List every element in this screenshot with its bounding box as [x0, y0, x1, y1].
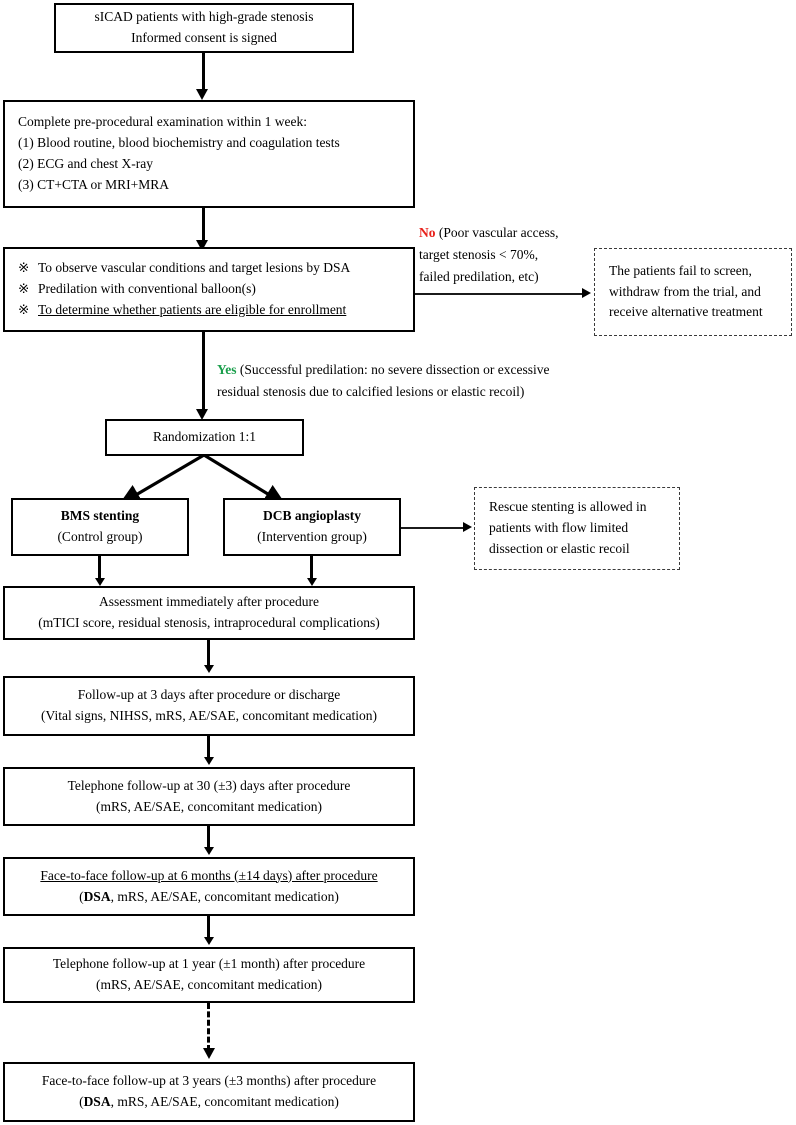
- arrow-bms-to-assessment: [94, 578, 105, 586]
- node-rescue-stenting: Rescue stenting is allowed in patients w…: [474, 487, 680, 570]
- randomization-label: Randomization 1:1: [152, 429, 257, 445]
- rescue-line-2: patients with flow limited: [489, 520, 629, 536]
- bms-arm-subtitle: (Control group): [57, 529, 143, 544]
- node-followup-1-year: Telephone follow-up at 1 year (±1 month)…: [3, 947, 415, 1003]
- connector-fu3days-to-fu30days: [207, 736, 210, 761]
- node-followup-3-years: Face-to-face follow-up at 3 years (±3 mo…: [3, 1062, 415, 1122]
- dsa-line-1-text: To observe vascular conditions and targe…: [38, 260, 351, 276]
- dsa-line-2-text: Predilation with conventional balloon(s): [38, 281, 256, 297]
- fu3years-line-2: (DSA, mRS, AE/SAE, concomitant medicatio…: [79, 1092, 339, 1113]
- connector-preprocedural-to-dsa: [202, 208, 205, 243]
- node-pre-procedural-exam: Complete pre-procedural examination with…: [3, 100, 415, 208]
- connector-fu6months-to-fu1year: [207, 916, 210, 941]
- arrow-dcb-to-assessment: [306, 578, 317, 586]
- node-followup-3-days: Follow-up at 3 days after procedure or d…: [3, 676, 415, 736]
- preprocedural-line-3: (2) ECG and chest X-ray: [18, 156, 153, 171]
- no-line-1-rest: (Poor vascular access,: [435, 225, 559, 240]
- connector-assessment-to-fu3days: [207, 640, 210, 669]
- preprocedural-line-2: (1) Blood routine, blood biochemistry an…: [18, 135, 340, 151]
- dsa-line-3-text: To determine whether patients are eligib…: [38, 301, 347, 317]
- arrow-fu3days-to-fu30days: [203, 757, 214, 765]
- rescue-line-3: dissection or elastic recoil: [489, 540, 630, 556]
- no-keyword: No: [419, 225, 436, 240]
- assessment-post-line-1: Assessment immediately after procedure: [98, 594, 320, 610]
- node-bms-arm: BMS stenting (Control group): [11, 498, 189, 556]
- arrow-fu1year-to-fu3years: [202, 1048, 215, 1059]
- arrow-dsa-to-randomization: [196, 409, 208, 420]
- node-dsa-assessment: ※ To observe vascular conditions and targ…: [3, 247, 415, 332]
- reference-mark-icon: ※: [18, 301, 30, 317]
- connector-dsa-to-randomization: [202, 332, 205, 411]
- reference-mark-icon: ※: [18, 281, 30, 297]
- node-randomization: Randomization 1:1: [105, 419, 304, 456]
- fu6months-paren-open: (: [79, 888, 84, 904]
- arrow-fu6months-to-fu1year: [203, 937, 214, 945]
- fu3days-line-1: Follow-up at 3 days after procedure or d…: [77, 687, 341, 703]
- fu1year-line-1: Telephone follow-up at 1 year (±1 month)…: [52, 956, 366, 972]
- connector-fu1year-to-fu3years-dashed: [207, 1003, 210, 1051]
- dsa-line-1: ※ To observe vascular conditions and targ…: [5, 258, 350, 279]
- fu3years-line-1: Face-to-face follow-up at 3 years (±3 mo…: [41, 1073, 377, 1089]
- preprocedural-line-1: Complete pre-procedural examination with…: [18, 114, 308, 130]
- node-followup-6-months: Face-to-face follow-up at 6 months (±14 …: [3, 857, 415, 916]
- arrow-dcb-to-rescue: [463, 522, 472, 532]
- enrollment-line-1: sICAD patients with high-grade stenosis: [94, 9, 314, 25]
- yes-line-1-rest: (Successful predilation: no severe disse…: [236, 362, 550, 377]
- rescue-line-1: Rescue stenting is allowed in: [489, 499, 647, 515]
- fu3days-line-2: (Vital signs, NIHSS, mRS, AE/SAE, concom…: [41, 708, 377, 723]
- bms-arm-title: BMS stenting: [60, 508, 140, 524]
- screen-failure-line-3: receive alternative treatment: [609, 304, 763, 320]
- screen-failure-line-1: The patients fail to screen,: [609, 262, 752, 278]
- connector-dsa-to-screen-failure: [415, 293, 583, 295]
- randomization-split-arrows: [118, 455, 287, 506]
- reference-mark-icon: ※: [18, 260, 30, 276]
- fu3years-paren-open: (: [79, 1094, 84, 1109]
- yes-line-2: residual stenosis due to calcified lesio…: [217, 383, 525, 399]
- node-screen-failure: The patients fail to screen, withdraw fr…: [594, 248, 792, 336]
- yes-keyword: Yes: [217, 362, 237, 377]
- assessment-post-line-2: (mTICI score, residual stenosis, intrapr…: [38, 615, 380, 630]
- arrow-dsa-to-screen-failure: [582, 288, 591, 298]
- arrow-assessment-to-fu3days: [203, 665, 214, 673]
- node-followup-30-days: Telephone follow-up at 30 (±3) days afte…: [3, 767, 415, 826]
- node-dcb-arm: DCB angioplasty (Intervention group): [223, 498, 401, 556]
- arrow-enrollment-to-preprocedural: [196, 89, 208, 100]
- fu6months-dsa-bold: DSA: [83, 888, 111, 904]
- connector-dcb-to-assessment: [310, 556, 313, 580]
- edge-label-no: No (Poor vascular access, target stenosi…: [419, 222, 558, 288]
- preprocedural-line-4: (3) CT+CTA or MRI+MRA: [18, 176, 170, 192]
- connector-dcb-to-rescue: [401, 527, 464, 529]
- connector-enrollment-to-preprocedural: [202, 53, 205, 92]
- fu6months-line-2-rest: , mRS, AE/SAE, concomitant medication): [110, 888, 339, 904]
- fu3years-dsa-bold: DSA: [83, 1094, 111, 1109]
- edge-label-yes: Yes (Successful predilation: no severe d…: [217, 359, 550, 403]
- enrollment-line-2: Informed consent is signed: [131, 30, 277, 45]
- fu6months-line-2: (DSA, mRS, AE/SAE, concomitant medicatio…: [79, 887, 339, 908]
- connector-fu30days-to-fu6months: [207, 826, 210, 851]
- no-line-3: failed predilation, etc): [419, 268, 539, 284]
- fu30days-line-1: Telephone follow-up at 30 (±3) days afte…: [67, 777, 351, 793]
- fu3years-line-2-rest: , mRS, AE/SAE, concomitant medication): [110, 1094, 339, 1109]
- node-assessment-post: Assessment immediately after procedure (…: [3, 586, 415, 640]
- arrow-fu30days-to-fu6months: [203, 847, 214, 855]
- dsa-line-3: ※ To determine whether patients are eligi…: [5, 300, 346, 321]
- no-line-2: target stenosis < 70%,: [419, 246, 539, 262]
- arrow-preprocedural-to-dsa: [196, 240, 208, 251]
- fu6months-line-1: Face-to-face follow-up at 6 months (±14 …: [40, 867, 378, 883]
- dcb-arm-subtitle: (Intervention group): [257, 529, 367, 544]
- node-enrollment: sICAD patients with high-grade stenosis …: [54, 3, 354, 53]
- connector-bms-to-assessment: [98, 556, 101, 580]
- fu1year-line-2: (mRS, AE/SAE, concomitant medication): [95, 977, 323, 992]
- screen-failure-line-2: withdraw from the trial, and: [609, 283, 761, 299]
- fu30days-line-2: (mRS, AE/SAE, concomitant medication): [95, 798, 323, 814]
- dsa-line-2: ※ Predilation with conventional balloon(s…: [5, 279, 256, 300]
- dcb-arm-title: DCB angioplasty: [263, 508, 361, 524]
